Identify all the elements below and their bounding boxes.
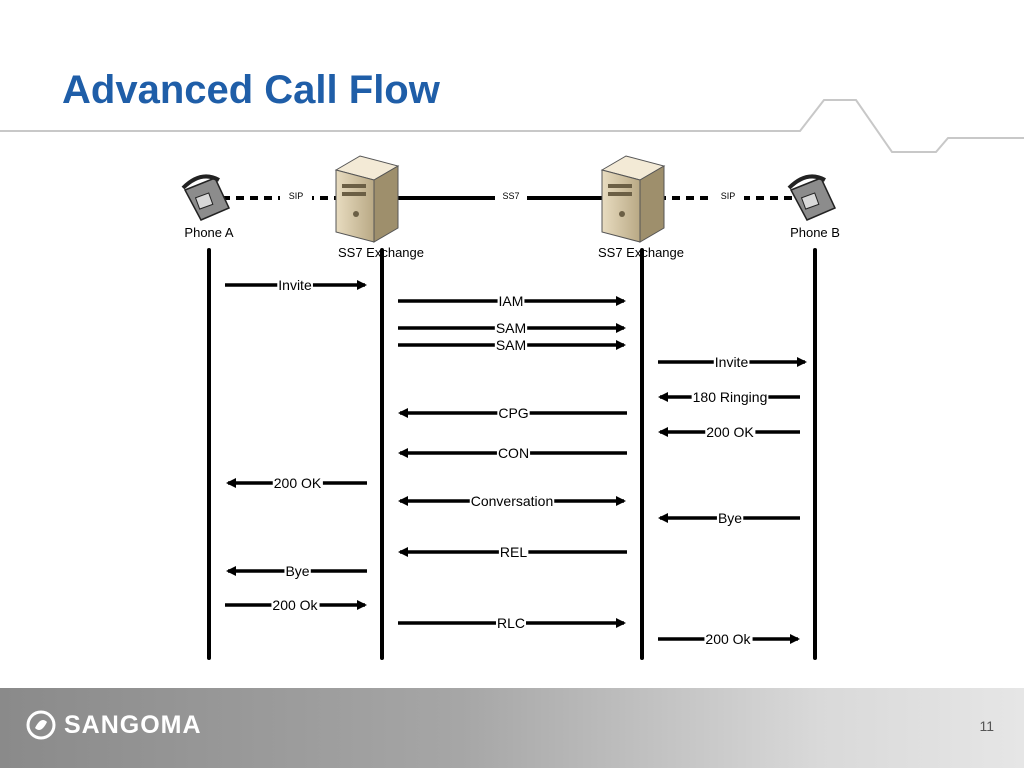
sip-label-right-bg [712, 190, 744, 200]
sip-label-right: SIP [721, 191, 736, 201]
message-label: 180 Ringing [693, 389, 768, 405]
slide-title: Advanced Call Flow [62, 68, 440, 112]
message-label: IAM [499, 293, 524, 309]
message-label: CPG [498, 405, 528, 421]
message-label: 200 OK [706, 424, 754, 440]
message-label-bg [277, 277, 313, 293]
sip-label-left: SIP [289, 191, 304, 201]
footer-bar: SANGOMA 11 [0, 688, 1024, 768]
message-label-bg [713, 354, 750, 370]
exchange-left-server-icon [334, 155, 400, 243]
message-label: 200 OK [274, 475, 322, 491]
brand-logo: SANGOMA [26, 710, 202, 740]
message-label-bg [469, 493, 555, 509]
page-number: 11 [979, 718, 994, 734]
message-label: Conversation [471, 493, 554, 509]
phone-a-telephone-icon [181, 174, 231, 221]
message-label-bg [496, 445, 531, 461]
message-label-bg [272, 475, 323, 491]
message-label-bg [705, 424, 756, 440]
message-label: Bye [718, 510, 742, 526]
message-label: RLC [497, 615, 525, 631]
message-label-bg [494, 337, 528, 353]
sip-label-left-bg [280, 190, 312, 200]
ss7-label: SS7 [502, 191, 519, 201]
exchange-right-server-icon [600, 155, 666, 243]
message-label: 200 Ok [272, 597, 318, 613]
message-label: Invite [715, 354, 749, 370]
actor-label-phone-b: Phone B [790, 225, 840, 240]
message-label-bg [704, 631, 753, 647]
ss7-label-bg [495, 190, 527, 200]
header-divider [0, 99, 1024, 153]
message-label-bg [498, 544, 529, 560]
message-label-bg [494, 320, 528, 336]
message-label: REL [500, 544, 527, 560]
message-label: CON [498, 445, 529, 461]
message-label: 200 Ok [705, 631, 751, 647]
message-label-bg [691, 389, 769, 405]
brand-name: SANGOMA [64, 710, 202, 739]
message-label: Bye [285, 563, 309, 579]
sangoma-logo-icon [26, 710, 56, 740]
message-label: Invite [278, 277, 312, 293]
message-label-bg [497, 405, 530, 421]
message-label-bg [271, 597, 320, 613]
message-label-bg [716, 510, 744, 526]
phone-b-telephone-icon [787, 174, 837, 221]
message-label-bg [497, 293, 525, 309]
message-label: SAM [496, 320, 526, 336]
actor-label-phone-a: Phone A [184, 225, 233, 240]
message-label-bg [495, 615, 527, 631]
message-label: SAM [496, 337, 526, 353]
message-label-bg [284, 563, 311, 579]
